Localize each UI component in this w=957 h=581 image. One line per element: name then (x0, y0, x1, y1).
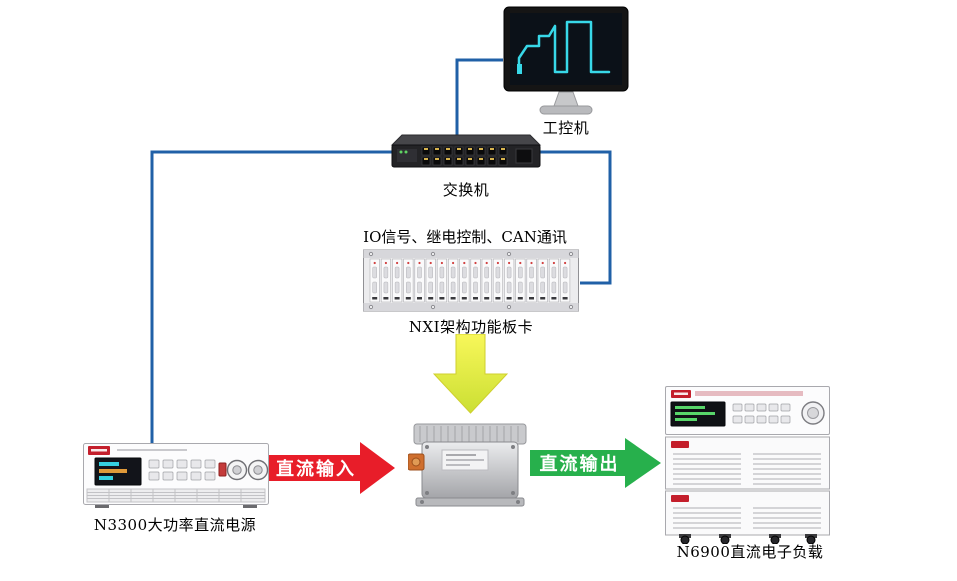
load-buttons (732, 403, 791, 424)
psu-illustration (83, 443, 269, 508)
network-switch (390, 132, 542, 181)
nxi-caption: IO信号、继电控制、CAN通讯 (363, 228, 567, 246)
dut-finned-lid (413, 423, 527, 445)
load-unit-middle (665, 436, 830, 490)
switch-uplink (515, 148, 533, 164)
load-illustration (665, 386, 830, 545)
wire-switch-to-psu (150, 150, 394, 445)
dc-power-supply (83, 443, 269, 514)
dc-input-label: 直流输入 (276, 459, 356, 480)
dc-input-arrow: 直流输入 (268, 441, 396, 495)
psu-buttons (148, 459, 216, 481)
wire-switch-to-nxi (538, 150, 612, 285)
load-louvers-middle (673, 453, 821, 485)
down-arrow (433, 334, 508, 414)
nxi-label: NXI架构功能板卡 (408, 318, 534, 336)
switch-label: 交换机 (442, 181, 490, 199)
psu-label: N3300大功率直流电源 (93, 516, 257, 534)
dc-output-arrow-icon (530, 438, 661, 488)
waveform-trace (517, 20, 611, 74)
wire-ipc-to-switch (455, 58, 503, 136)
load-label: N6900直流电子负载 (676, 543, 824, 561)
load-casters (679, 534, 817, 545)
switch-top-face (390, 134, 542, 146)
dut-converter (407, 416, 532, 513)
monitor-base (539, 105, 593, 115)
dc-output-arrow: 直流输出 (530, 437, 662, 489)
monitor-illustration (503, 6, 629, 115)
psu-output-sockets (226, 459, 269, 481)
nxi-chassis (363, 248, 579, 319)
load-louvers-bottom (673, 507, 821, 529)
switch-led (399, 150, 403, 154)
down-arrow-icon (433, 334, 508, 414)
psu-power-switch (218, 462, 227, 477)
dut-bolts (425, 445, 515, 495)
dc-input-arrow-icon (268, 442, 395, 494)
dut-mount-flange (415, 497, 525, 507)
dc-output-label: 直流输出 (539, 454, 620, 475)
monitor-stand (553, 91, 579, 107)
industrial-pc (503, 6, 629, 123)
ipc-label: 工控机 (542, 119, 590, 137)
switch-illustration (390, 134, 542, 168)
electronic-load (663, 386, 833, 549)
nxi-illustration (363, 249, 579, 312)
dut-fins (419, 426, 519, 442)
switch-led (404, 150, 408, 154)
dut-illustration (407, 423, 527, 507)
nxi-screws (368, 251, 574, 310)
